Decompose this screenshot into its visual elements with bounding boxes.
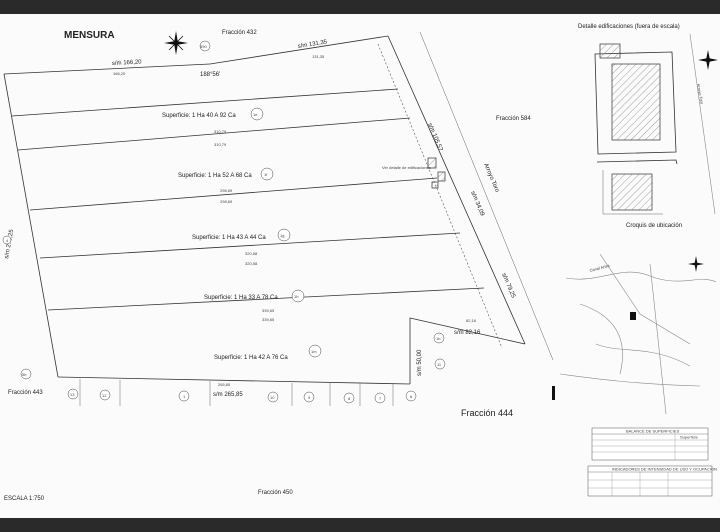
plan-title: MENSURA xyxy=(64,30,115,41)
svg-text:5b: 5b xyxy=(22,372,27,377)
location-title: Croquis de ubicación xyxy=(626,223,682,229)
lot-dim: 339,65 xyxy=(262,308,275,313)
svg-text:9: 9 xyxy=(308,395,311,400)
lot-dim: 310,79 xyxy=(214,142,227,147)
location-map xyxy=(552,253,717,415)
detail-road-label: Arroyo Toro xyxy=(696,83,705,105)
lot-1h: Superficie: 1 Ha 33 A 78 Ca 1h 339,65 33… xyxy=(204,289,305,322)
boundary-left xyxy=(3,73,59,378)
lot-1e: Superficie: 1 Ha 40 A 92 Ca 1e 310,79 31… xyxy=(162,107,264,147)
lot-1m: Superficie: 1 Ha 42 A 76 Ca 1m xyxy=(214,344,322,361)
boundary-inner-step xyxy=(409,317,526,384)
measure-top-left-small: 166,20 xyxy=(113,71,126,76)
bottom-lot-numbers: 13 12 1 10 9 8 7 6 xyxy=(67,388,417,404)
location-road-label: Canal Arias xyxy=(589,263,610,273)
svg-text:6: 6 xyxy=(410,394,413,399)
lot-id: 1m xyxy=(311,349,317,354)
measure-right-3: s/m 79,25 xyxy=(500,272,516,299)
svg-text:12: 12 xyxy=(102,393,107,398)
lot-id: 1f xyxy=(264,172,268,177)
boundary-bottom xyxy=(57,376,411,385)
small-lots: 1b 11 xyxy=(433,332,446,370)
lot-divider xyxy=(17,117,411,151)
measure-inner: s/m 82,16 xyxy=(454,330,481,336)
side-lot-numbers: 590 4 5b xyxy=(2,40,211,380)
measure-bottom-small: 265,85 xyxy=(218,382,231,387)
lot-id: 1g xyxy=(280,233,284,238)
lot-1g: Superficie: 1 Ha 43 A 44 Ca 1g 320,58 32… xyxy=(192,228,291,266)
north-arrow-icon xyxy=(164,31,188,55)
survey-sheet: MENSURA ESCALA 1:750 Fracción 432 Fracci… xyxy=(0,14,720,518)
detail-north-icon xyxy=(698,50,718,70)
lot-dim: 298,69 xyxy=(220,199,233,204)
lot-dim: 310,79 xyxy=(214,129,227,134)
boundary-top-right xyxy=(209,35,389,65)
edif-note: Ver detalle de edificaciones xyxy=(382,165,431,170)
svg-text:13: 13 xyxy=(70,392,75,397)
measure-top-right: s/m 131,35 xyxy=(297,39,328,50)
boundary-right xyxy=(387,35,526,345)
lot-divider xyxy=(39,232,461,259)
lot-divider xyxy=(11,88,399,117)
svg-text:BALANCE DE SUPERFICIES: BALANCE DE SUPERFICIES xyxy=(626,429,679,434)
parcel-label-bottom-right: Fracción 444 xyxy=(461,408,513,418)
lot-surface: Superficie: 1 Ha 42 A 76 Ca xyxy=(214,355,288,361)
svg-text:1: 1 xyxy=(183,394,186,399)
road-label: Arroyo Toro xyxy=(482,162,500,193)
measure-bottom: s/m 265,85 xyxy=(213,392,243,398)
svg-text:INDICADORES DE INTENSIDAD DE U: INDICADORES DE INTENSIDAD DE USO Y OCUPA… xyxy=(612,467,717,472)
bottom-lot-ticks xyxy=(79,379,394,406)
parcel-label-bottom: Fracción 450 xyxy=(258,490,293,496)
location-north-icon xyxy=(688,256,704,272)
svg-text:8: 8 xyxy=(348,396,351,401)
lot-surface: Superficie: 1 Ha 40 A 92 Ca xyxy=(162,113,236,119)
boundary-top-left xyxy=(3,63,211,75)
lot-dim: 320,58 xyxy=(245,251,258,256)
parcel-label-left: Fracción 443 xyxy=(8,390,43,396)
lot-surface: Superficie: 1 Ha 52 A 68 Ca xyxy=(178,173,252,179)
plan-scale: ESCALA 1:750 xyxy=(4,496,45,502)
svg-text:11: 11 xyxy=(437,362,442,367)
measure-inner-vertical: s/m 50,00 xyxy=(417,349,423,376)
detail-title: Detalle edificaciones (fuera de escala) xyxy=(578,24,680,30)
parcel-label-right: Fracción 584 xyxy=(496,116,531,122)
measure-left: s/m 279,25 xyxy=(4,228,15,259)
svg-text:10: 10 xyxy=(270,395,275,400)
lot-dim: 298,69 xyxy=(220,188,233,193)
svg-text:590: 590 xyxy=(200,44,207,49)
lot-1f: Superficie: 1 Ha 52 A 68 Ca 1f 298,69 29… xyxy=(178,167,274,204)
lot-dim: 339,65 xyxy=(262,317,275,322)
lot-id: 1h xyxy=(294,294,298,299)
svg-text:4: 4 xyxy=(6,238,9,243)
parcel-label-top: Fracción 432 xyxy=(222,30,257,36)
svg-text:7: 7 xyxy=(379,396,382,401)
indicadores-table: INDICADORES DE INTENSIDAD DE USO Y OCUPA… xyxy=(587,465,717,497)
lot-surface: Superficie: 1 Ha 33 A 78 Ca xyxy=(204,295,278,301)
detail-drawing xyxy=(594,33,716,215)
lot-surface: Superficie: 1 Ha 43 A 44 Ca xyxy=(192,235,266,241)
measure-top-left: s/m 166,20 xyxy=(112,59,143,67)
building-footprints xyxy=(427,157,446,189)
measure-inner-small: 82,16 xyxy=(466,318,477,323)
lot-dim: 320,58 xyxy=(245,261,258,266)
measure-right-1: s/m 105,57 xyxy=(426,122,443,152)
balance-table: BALANCE DE SUPERFICIES Superficie xyxy=(591,427,709,461)
road-edge-2 xyxy=(419,31,554,361)
measure-right-2: s/m 34,09 xyxy=(469,190,485,217)
measure-top-angle: 188°56' xyxy=(200,72,220,78)
lot-divider xyxy=(47,287,485,311)
lot-id: 1e xyxy=(253,112,258,117)
measure-top-right-small: 131,35 xyxy=(312,54,325,59)
survey-plan-drawing: MENSURA ESCALA 1:750 Fracción 432 Fracci… xyxy=(2,24,718,502)
svg-text:Superficie: Superficie xyxy=(680,435,699,440)
lot-divider xyxy=(29,177,438,211)
svg-text:1b: 1b xyxy=(436,336,441,341)
road-edge xyxy=(377,43,503,349)
